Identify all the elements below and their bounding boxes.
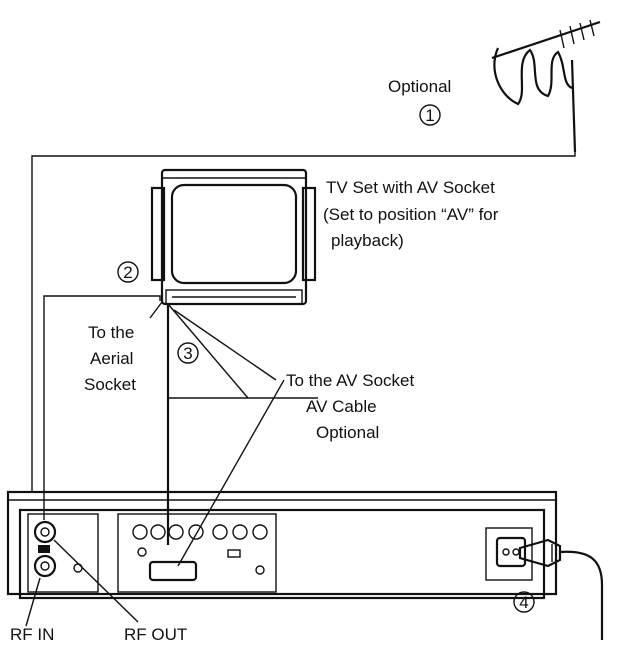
av-pointer-vcr <box>177 379 285 567</box>
step2-number: 2 <box>123 263 132 282</box>
step2-circle <box>117 261 139 283</box>
optional-aerial-label: Optional <box>388 77 451 96</box>
rf-in-label: RF IN <box>10 625 54 644</box>
av-socket-row-icon <box>132 524 268 540</box>
av-cable-wire <box>167 303 249 399</box>
av-screw <box>255 565 265 575</box>
av-socket-line3: Optional <box>316 423 379 442</box>
rf-cable-to-tv <box>43 295 161 520</box>
aerial-lead-cable <box>31 150 576 492</box>
av-socket-line2: AV Cable <box>306 397 377 416</box>
power-socket-icon <box>495 536 527 568</box>
av-indicator <box>137 547 147 557</box>
tv-label-line3: playback) <box>331 231 404 250</box>
power-plug-icon <box>518 538 562 568</box>
av-socket-line1: To the AV Socket <box>286 371 414 390</box>
step1-number: 1 <box>425 106 434 125</box>
rf-out-socket-icon <box>33 520 57 544</box>
aerial-socket-line1: To the <box>88 323 134 342</box>
vcr-back-panel <box>6 490 558 600</box>
power-cable <box>559 550 604 640</box>
aerial-antenna-icon <box>491 19 601 153</box>
av-pointer-tv <box>173 309 277 381</box>
step3-number: 3 <box>183 344 192 363</box>
tv-set <box>150 168 317 306</box>
rf-out-label: RF OUT <box>124 625 187 644</box>
step1-circle <box>419 104 441 126</box>
step4-circle <box>513 591 535 613</box>
rf-switch <box>38 545 50 553</box>
aerial-socket-line2: Aerial <box>90 349 133 368</box>
av-switch <box>227 549 241 558</box>
step3-circle <box>177 342 199 364</box>
rf-socket-pointer <box>149 301 163 319</box>
rf-in-pointer <box>25 577 41 627</box>
av-scart-socket-icon <box>148 560 198 582</box>
step4-number: 4 <box>519 593 528 612</box>
tv-label-line2: (Set to position “AV” for <box>323 205 499 224</box>
rf-in-socket-icon <box>33 554 57 578</box>
tv-label-line1: TV Set with AV Socket <box>326 178 495 197</box>
aerial-socket-line3: Socket <box>84 375 136 394</box>
rf-out-pointer <box>53 539 139 623</box>
